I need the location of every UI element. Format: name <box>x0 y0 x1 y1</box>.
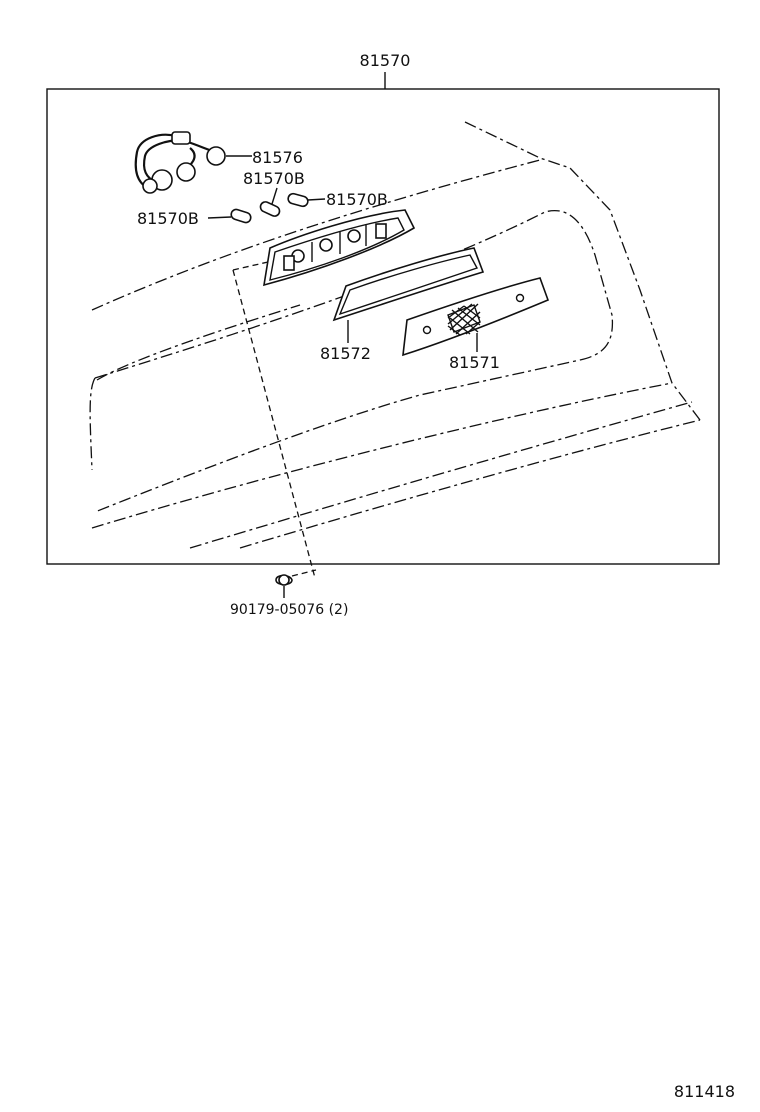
wire-harness <box>134 131 252 194</box>
label-81570B-left: 81570B <box>137 209 199 228</box>
label-81570: 81570 <box>360 51 411 70</box>
label-81571: 81571 <box>449 353 500 372</box>
label-81576: 81576 <box>252 148 303 167</box>
bulb-left <box>207 208 252 224</box>
label-81570B-right: 81570B <box>326 190 388 209</box>
reference-code: 811418 <box>674 1082 735 1101</box>
bulb-right <box>287 192 326 208</box>
lens <box>402 277 550 357</box>
bulb-middle <box>259 187 281 217</box>
gasket <box>332 247 485 343</box>
label-90179-05076: 90179-05076 (2) <box>230 602 348 618</box>
lamp-housing <box>263 209 416 287</box>
assembly-frame <box>46 88 720 565</box>
vehicle-body-outline <box>89 121 701 579</box>
fastener <box>275 569 317 598</box>
label-81572: 81572 <box>320 344 371 363</box>
label-81570B-middle: 81570B <box>243 169 305 188</box>
